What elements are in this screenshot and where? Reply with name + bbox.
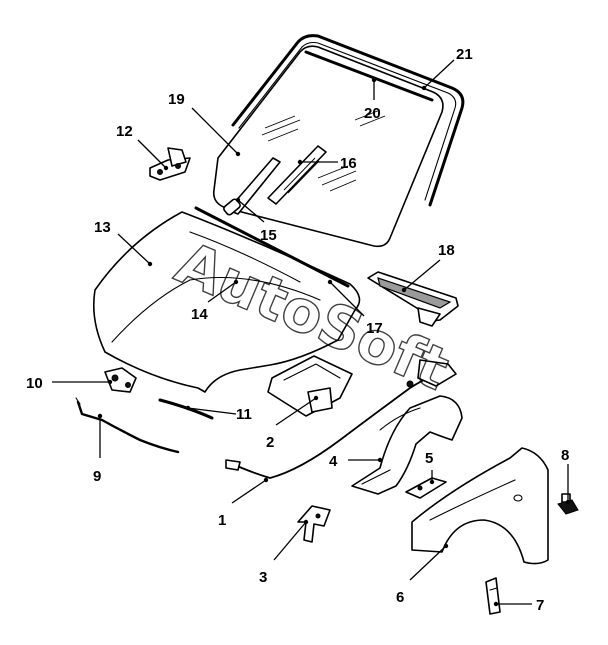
- callout-9: 9: [93, 468, 101, 485]
- front-seal-strip: [158, 398, 214, 420]
- callout-21: 21: [456, 46, 473, 63]
- bonnet-hinge: [149, 147, 191, 181]
- callout-10: 10: [26, 375, 43, 392]
- front-fender: [411, 447, 549, 565]
- wiper-arm-left: [227, 157, 281, 215]
- fender-bracket: [405, 477, 447, 499]
- glass-reflection-lines: [261, 109, 386, 192]
- callout-7: 7: [536, 597, 544, 614]
- bonnet-lock: [104, 367, 137, 393]
- callout-19: 19: [168, 91, 185, 108]
- windshield-seal-upper: [304, 50, 434, 102]
- callout-1: 1: [218, 512, 226, 529]
- windshield-seal-outer: [231, 34, 465, 207]
- wiper-arms: [223, 145, 327, 216]
- windshield-glass: [212, 45, 444, 248]
- wheel-arch-liner-body: [351, 395, 463, 495]
- bonnet-seal-strip: [194, 206, 350, 288]
- wheel-arch-liner: [351, 395, 463, 495]
- bonnet: [92, 206, 361, 393]
- callout-5: 5: [425, 450, 433, 467]
- callout-2: 2: [266, 434, 274, 451]
- callout-4: 4: [329, 453, 338, 470]
- bonnet-panel: [92, 211, 361, 393]
- callout-6: 6: [396, 589, 404, 606]
- insulation-panel-body: [267, 355, 353, 417]
- callout-leaders: [52, 59, 571, 607]
- callout-20: 20: [364, 105, 381, 122]
- insulation-panel: [267, 355, 353, 417]
- windshield-assembly: [212, 34, 465, 248]
- cowl-panel: [367, 271, 459, 327]
- callout-15: 15: [260, 227, 277, 244]
- release-cable: [225, 359, 457, 479]
- fender-support: [485, 577, 501, 615]
- callout-14: 14: [191, 306, 208, 323]
- callout-11: 11: [236, 406, 252, 423]
- bonnet-support-rod: [75, 397, 180, 454]
- callout-17: 17: [366, 320, 383, 337]
- callout-3: 3: [259, 569, 267, 586]
- callout-labels: 1 2 3 4 5 6 7 8 9 10 11 12 13 14 15 16 1…: [26, 46, 569, 614]
- callout-16: 16: [340, 155, 357, 172]
- callout-8: 8: [561, 447, 569, 464]
- front-fender-panel: [411, 447, 549, 565]
- callout-18: 18: [438, 242, 455, 259]
- wiper-arm-right: [267, 145, 327, 205]
- callout-13: 13: [94, 219, 111, 236]
- callout-12: 12: [116, 123, 133, 140]
- mount-bracket: [297, 505, 331, 543]
